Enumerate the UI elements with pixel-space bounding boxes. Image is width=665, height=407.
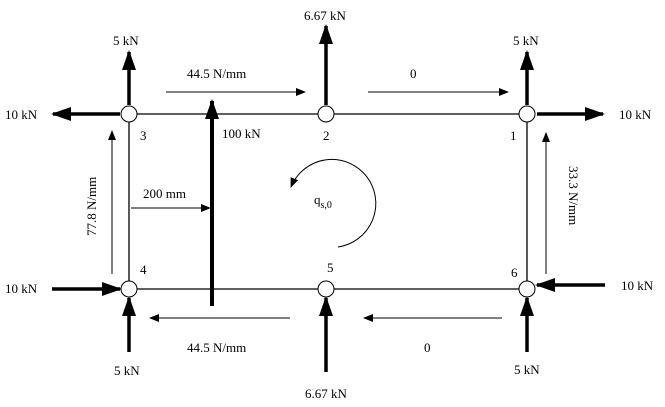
shear-flow-left: 77.8 N/mm	[84, 177, 99, 236]
boom-forces	[51, 24, 605, 372]
node-label-6: 6	[511, 265, 518, 280]
shear-flow-top-left: 44.5 N/mm	[187, 66, 246, 81]
shear-flow-top-right: 0	[410, 66, 417, 81]
node2-up-label: 6.67 kN	[304, 8, 347, 23]
shear-flow-bottom-right: 0	[424, 340, 431, 355]
boom-4	[120, 280, 138, 298]
shear-flow-right: 33.3 N/mm	[566, 166, 581, 225]
node-label-4: 4	[140, 262, 147, 277]
node6-up-label: 5 kN	[514, 362, 540, 377]
boom-1	[518, 105, 536, 123]
closing-shear-arc	[290, 158, 377, 248]
boom-2	[317, 105, 335, 123]
node5-up-label: 6.67 kN	[305, 386, 348, 401]
node4-up-label: 5 kN	[114, 363, 140, 378]
node3-left-label: 10 kN	[5, 107, 38, 122]
node-label-5: 5	[327, 260, 334, 275]
boom-6	[518, 280, 536, 298]
boom-3	[120, 105, 138, 123]
applied-load-label: 100 kN	[222, 126, 261, 141]
node3-up-label: 5 kN	[113, 33, 139, 48]
node-label-1: 1	[510, 128, 517, 143]
dimension-label: 200 mm	[143, 186, 186, 201]
node6-left-label: 10 kN	[621, 278, 654, 293]
node4-right-label: 10 kN	[5, 281, 38, 296]
node-label-2: 2	[323, 128, 330, 143]
boom-5	[317, 280, 335, 298]
shear-flow-arrows	[108, 88, 550, 322]
booms	[120, 105, 536, 298]
closing-shear-label: qs,0	[314, 192, 332, 211]
node1-up-label: 5 kN	[513, 33, 539, 48]
shear-flow-bottom-left: 44.5 N/mm	[187, 340, 246, 355]
node1-right-label: 10 kN	[619, 107, 652, 122]
node-label-3: 3	[140, 128, 147, 143]
